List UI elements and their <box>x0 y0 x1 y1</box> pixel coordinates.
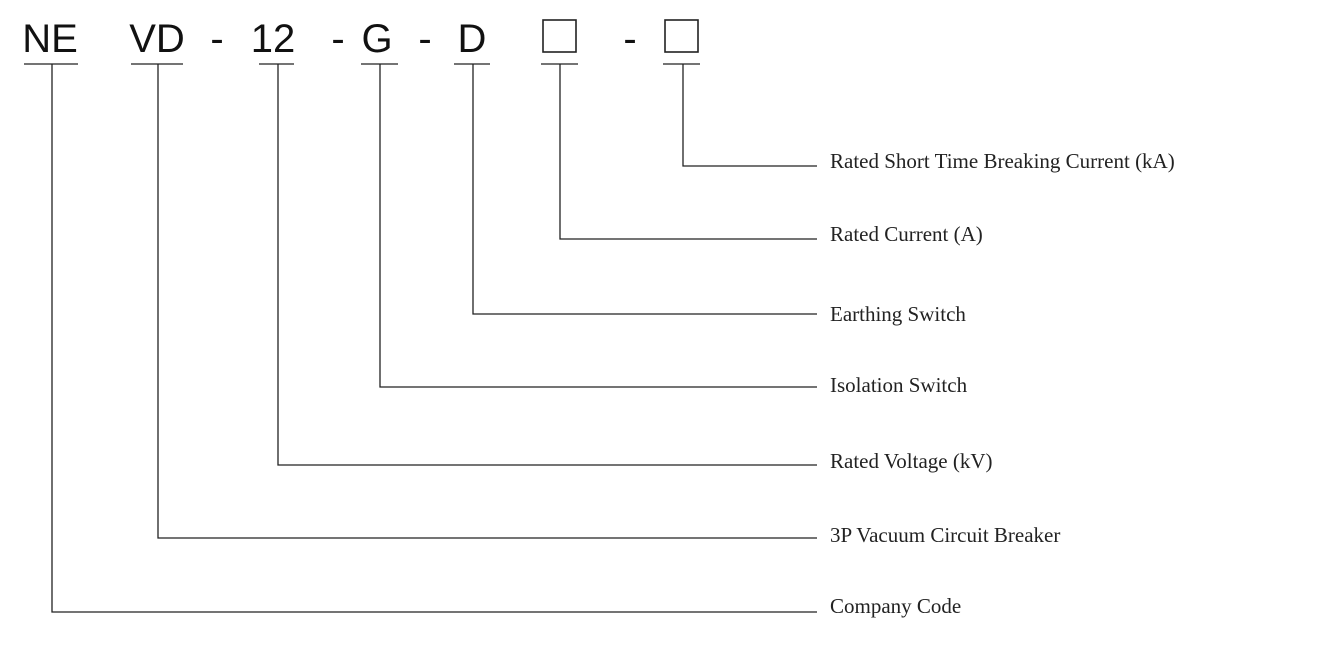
leader-type <box>157 64 817 539</box>
leader-breaking <box>682 64 817 167</box>
code-separator-2: - <box>331 17 344 61</box>
leader-voltage <box>277 64 817 466</box>
code-type: VD <box>129 17 185 61</box>
leader-earthing <box>472 64 817 315</box>
code-breaking-box <box>664 19 699 53</box>
label-rated-voltage: Rated Voltage (kV) <box>830 449 993 473</box>
code-current-box <box>542 19 577 53</box>
code-isolation: G <box>361 17 392 61</box>
code-earthing: D <box>458 17 487 61</box>
leader-company <box>51 64 817 613</box>
code-separator-1: - <box>210 17 223 61</box>
code-voltage: 12 <box>251 17 296 61</box>
label-3p-vacuum-circuit-breaker: 3P Vacuum Circuit Breaker <box>830 523 1060 547</box>
label-isolation-switch: Isolation Switch <box>830 373 968 397</box>
leader-isolation <box>379 64 817 388</box>
code-separator-4: - <box>623 17 636 61</box>
code-company: NE <box>22 17 78 61</box>
leader-current <box>559 64 817 240</box>
label-earthing-switch: Earthing Switch <box>830 302 966 326</box>
code-separator-3: - <box>418 17 431 61</box>
label-rated-short-time-breaking-current: Rated Short Time Breaking Current (kA) <box>830 149 1175 173</box>
label-company-code: Company Code <box>830 594 961 618</box>
label-rated-current: Rated Current (A) <box>830 222 983 246</box>
